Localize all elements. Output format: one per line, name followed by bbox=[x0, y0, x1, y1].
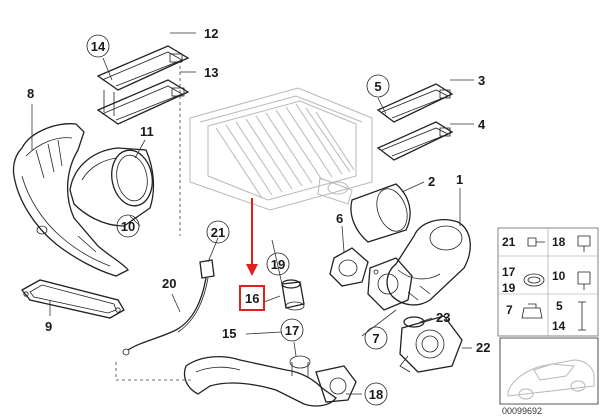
legend-10: 10 bbox=[552, 269, 566, 283]
legend-21: 21 bbox=[502, 235, 516, 249]
label-8: 8 bbox=[27, 86, 34, 101]
gasket bbox=[21, 279, 125, 319]
leader-lines bbox=[31, 32, 474, 395]
legend-17: 17 bbox=[502, 265, 516, 279]
air-duct-left bbox=[12, 123, 129, 277]
fastener-legend: 21 18 17 19 10 7 5 14 00099692 bbox=[497, 227, 599, 416]
label-15: 15 bbox=[222, 326, 236, 341]
label-22: 22 bbox=[476, 340, 490, 355]
callout-18: 18 bbox=[369, 387, 383, 402]
highlight-box bbox=[239, 285, 265, 311]
label-2: 2 bbox=[428, 174, 435, 189]
hose-sleeve-right bbox=[350, 183, 411, 243]
legend-5: 5 bbox=[556, 299, 563, 313]
label-20: 20 bbox=[162, 276, 176, 291]
intake-pipe-right bbox=[386, 219, 471, 306]
lower-hose bbox=[183, 355, 357, 407]
label-1: 1 bbox=[456, 172, 463, 187]
callout-21: 21 bbox=[211, 225, 225, 240]
group-line-bottom bbox=[115, 362, 192, 381]
reference-code: 00099692 bbox=[502, 406, 542, 416]
label-12: 12 bbox=[204, 26, 218, 41]
label-16: 16 bbox=[245, 291, 259, 306]
label-13: 13 bbox=[204, 65, 218, 80]
labels: 12 13 8 11 9 3 4 2 1 6 20 15 16 23 22 bbox=[27, 26, 490, 355]
label-3: 3 bbox=[478, 73, 485, 88]
throttle-body bbox=[367, 257, 463, 373]
label-4: 4 bbox=[478, 117, 486, 132]
callout-5: 5 bbox=[374, 79, 381, 94]
callout-17: 17 bbox=[285, 323, 299, 338]
highlight-arrow bbox=[246, 198, 258, 276]
flange-gasket bbox=[329, 247, 369, 287]
legend-14: 14 bbox=[552, 319, 566, 333]
label-6: 6 bbox=[336, 211, 343, 226]
hose-sleeve bbox=[69, 147, 155, 227]
callouts: 14 10 5 21 19 17 7 18 bbox=[86, 34, 390, 406]
clamps-upper-right bbox=[376, 83, 454, 161]
clamps-upper-left bbox=[96, 45, 190, 125]
callout-7: 7 bbox=[372, 331, 379, 346]
callout-19: 19 bbox=[271, 257, 285, 272]
label-23: 23 bbox=[436, 310, 450, 325]
legend-19: 19 bbox=[502, 281, 516, 295]
sensor-lead bbox=[122, 259, 215, 356]
label-11: 11 bbox=[140, 124, 154, 139]
callout-14: 14 bbox=[91, 39, 106, 54]
legend-7: 7 bbox=[506, 303, 513, 317]
legend-18: 18 bbox=[552, 235, 566, 249]
intercooler-core bbox=[189, 87, 373, 211]
label-9: 9 bbox=[45, 319, 52, 334]
sleeve-part-16 bbox=[281, 279, 305, 311]
callout-10: 10 bbox=[121, 219, 135, 234]
